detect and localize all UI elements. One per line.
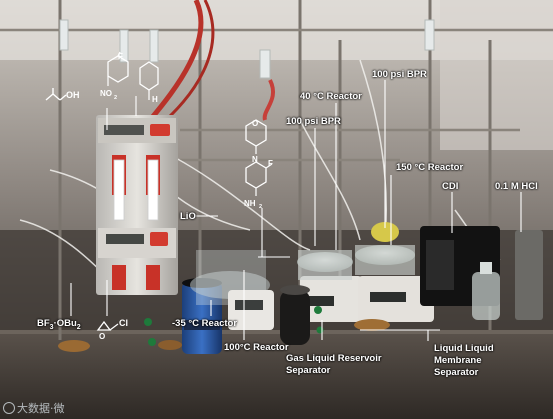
- nitro-no2-sub: 2: [114, 95, 117, 101]
- label-reactor-minus35: -35 °C Reactor: [172, 318, 238, 329]
- label-reactor-40: 40 °C Reactor: [300, 91, 362, 102]
- watermark: 大数据·微: [3, 400, 65, 416]
- morpholine-h-label: H: [152, 95, 158, 104]
- label-bf3-sub: 3: [49, 323, 54, 331]
- fluoronitrobenzene-structure: F NO 2: [100, 51, 129, 101]
- label-bpr-mid: 100 psi BPR: [286, 116, 341, 127]
- label-hcl: 0.1 M HCl: [495, 181, 538, 192]
- watermark-circle-icon: [3, 402, 15, 414]
- label-cdi: CDI: [442, 181, 459, 192]
- isopropanol-oh-label: OH: [66, 90, 80, 100]
- isopropanol-structure: OH: [45, 88, 80, 101]
- fluoro-f-label: F: [118, 52, 123, 61]
- label-gas-liquid-separator: Gas Liquid Reservoir Separator: [286, 353, 382, 376]
- epichloro-cl-label: Cl: [119, 318, 128, 328]
- nitro-no2-label: NO: [100, 89, 112, 98]
- label-bpr-top: 100 psi BPR: [372, 69, 427, 80]
- product-nh2-label: NH: [244, 199, 256, 208]
- epichloro-o-label: O: [99, 332, 105, 340]
- epichlorohydrin-structure: Cl O: [96, 318, 128, 340]
- label-reactor-100: 100°C Reactor: [224, 342, 289, 353]
- product-n-label: N: [252, 155, 258, 164]
- label-bf3: BF3·OBu2: [37, 318, 81, 333]
- product-o-label: O: [252, 119, 258, 128]
- watermark-text: 大数据·微: [17, 402, 65, 415]
- label-lio: LiO: [180, 211, 196, 222]
- label-bf3-sub2: 2: [76, 323, 81, 331]
- product-f-label: F: [268, 159, 273, 168]
- label-reactor-150: 150 °C Reactor: [396, 162, 464, 173]
- product-aniline-structure: O N F NH 2: [244, 119, 273, 210]
- label-liquid-liquid-separator: Liquid Liquid Membrane Separator: [434, 343, 494, 378]
- label-bf3-rest: ·OBu: [53, 318, 77, 329]
- product-nh2-sub: 2: [259, 204, 262, 210]
- morpholine-structure: H: [139, 61, 159, 104]
- label-bf3-prefix: BF: [37, 318, 50, 329]
